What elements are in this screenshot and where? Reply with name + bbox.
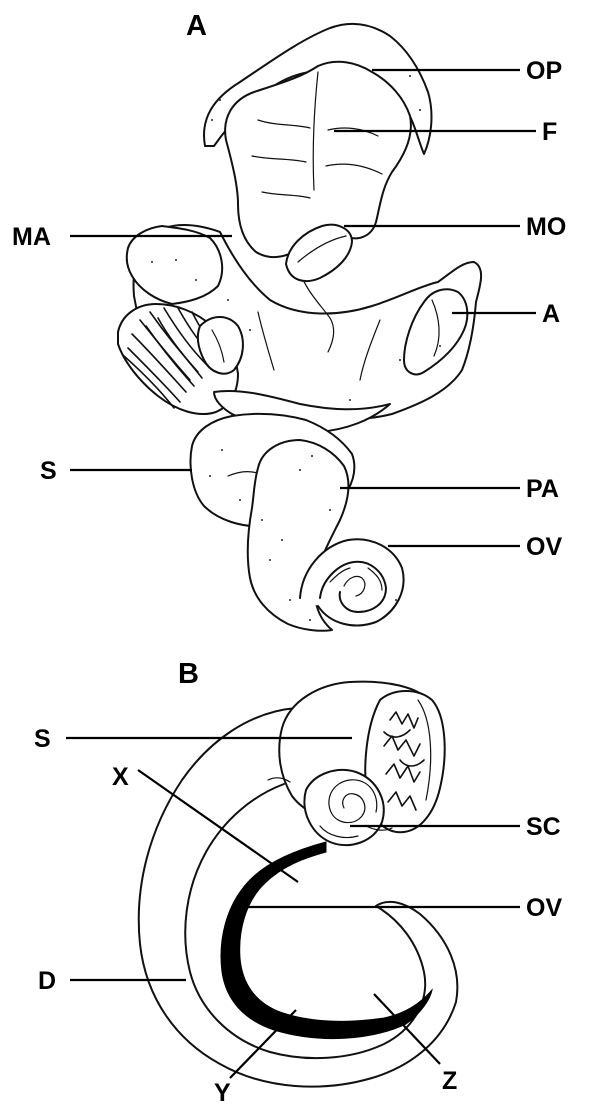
label-ma: MA [12, 223, 51, 251]
panel-b: B S X [34, 658, 562, 1106]
label-y: Y [214, 1079, 231, 1106]
label-s-a: S [40, 457, 57, 485]
oviduct-band-b [221, 842, 432, 1039]
label-z: Z [442, 1067, 457, 1095]
label-x: X [112, 763, 129, 791]
label-f: F [542, 118, 557, 146]
label-ov-a: OV [526, 533, 562, 561]
label-mo: MO [526, 213, 566, 241]
panel-a-title: A [186, 10, 207, 42]
panel-a: A [12, 10, 566, 631]
label-op: OP [526, 57, 562, 85]
label-pa: PA [526, 475, 559, 503]
label-ov-b: OV [526, 894, 562, 922]
label-d: D [38, 967, 56, 995]
label-s-b: S [34, 725, 51, 753]
panel-b-title: B [178, 658, 199, 690]
label-a: A [542, 300, 560, 328]
label-sc: SC [526, 813, 561, 841]
